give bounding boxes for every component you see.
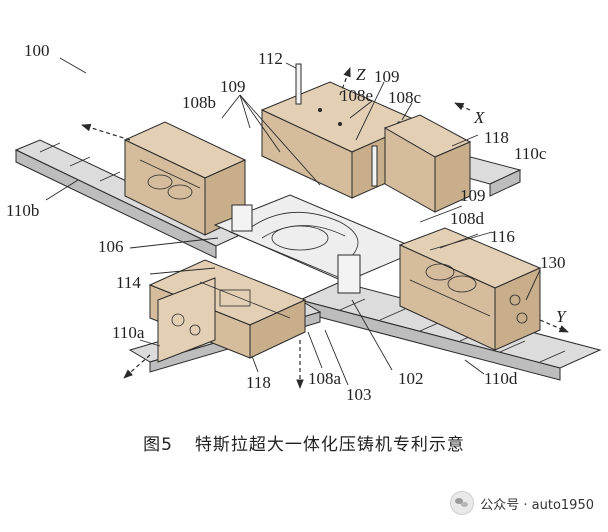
label-118-bottom: 118: [246, 373, 271, 392]
direction-arrows: [81, 67, 569, 389]
label-108e: 108e: [340, 86, 373, 105]
label-axis-z: Z: [356, 65, 366, 84]
leader-lines: [45, 57, 541, 386]
label-axis-x: X: [473, 108, 485, 127]
unit-108d: [398, 227, 542, 351]
wechat-logo-icon: [450, 491, 475, 515]
label-116: 116: [490, 227, 515, 246]
label-130: 130: [540, 253, 566, 272]
figure-caption: 图5 特斯拉超大一体化压铸机专利示意: [0, 430, 608, 455]
label-118-top: 118: [484, 128, 509, 147]
label-108c: 108c: [388, 88, 422, 107]
label-axis-y: Y: [556, 307, 567, 326]
label-106: 106: [98, 237, 124, 256]
figure-title: 特斯拉超大一体化压铸机专利示意: [194, 435, 465, 455]
unit-108a: [148, 259, 307, 363]
label-103: 103: [346, 385, 372, 404]
label-108d: 108d: [450, 209, 485, 228]
label-110d: 110d: [484, 369, 518, 388]
watermark-text: 公众号 · auto1950: [480, 497, 594, 513]
label-102: 102: [398, 369, 424, 388]
label-112: 112: [258, 49, 283, 68]
label-100: 100: [24, 41, 50, 60]
label-109-left: 109: [220, 77, 246, 96]
figure-number: 图5: [143, 435, 173, 455]
label-108a: 108a: [308, 369, 342, 388]
watermark: 公众号 · auto1950: [450, 490, 594, 516]
label-110b: 110b: [6, 201, 39, 220]
label-114: 114: [116, 273, 141, 292]
label-108b: 108b: [182, 93, 216, 112]
label-109-right: 109: [460, 186, 486, 205]
label-110a: 110a: [112, 323, 145, 342]
unit-108c: [383, 114, 472, 213]
label-110c: 110c: [514, 144, 547, 163]
label-109-top: 109: [374, 67, 400, 86]
part-labels: 100 112 Z 109 109 108b 108e 108c X 118 1…: [6, 41, 567, 404]
